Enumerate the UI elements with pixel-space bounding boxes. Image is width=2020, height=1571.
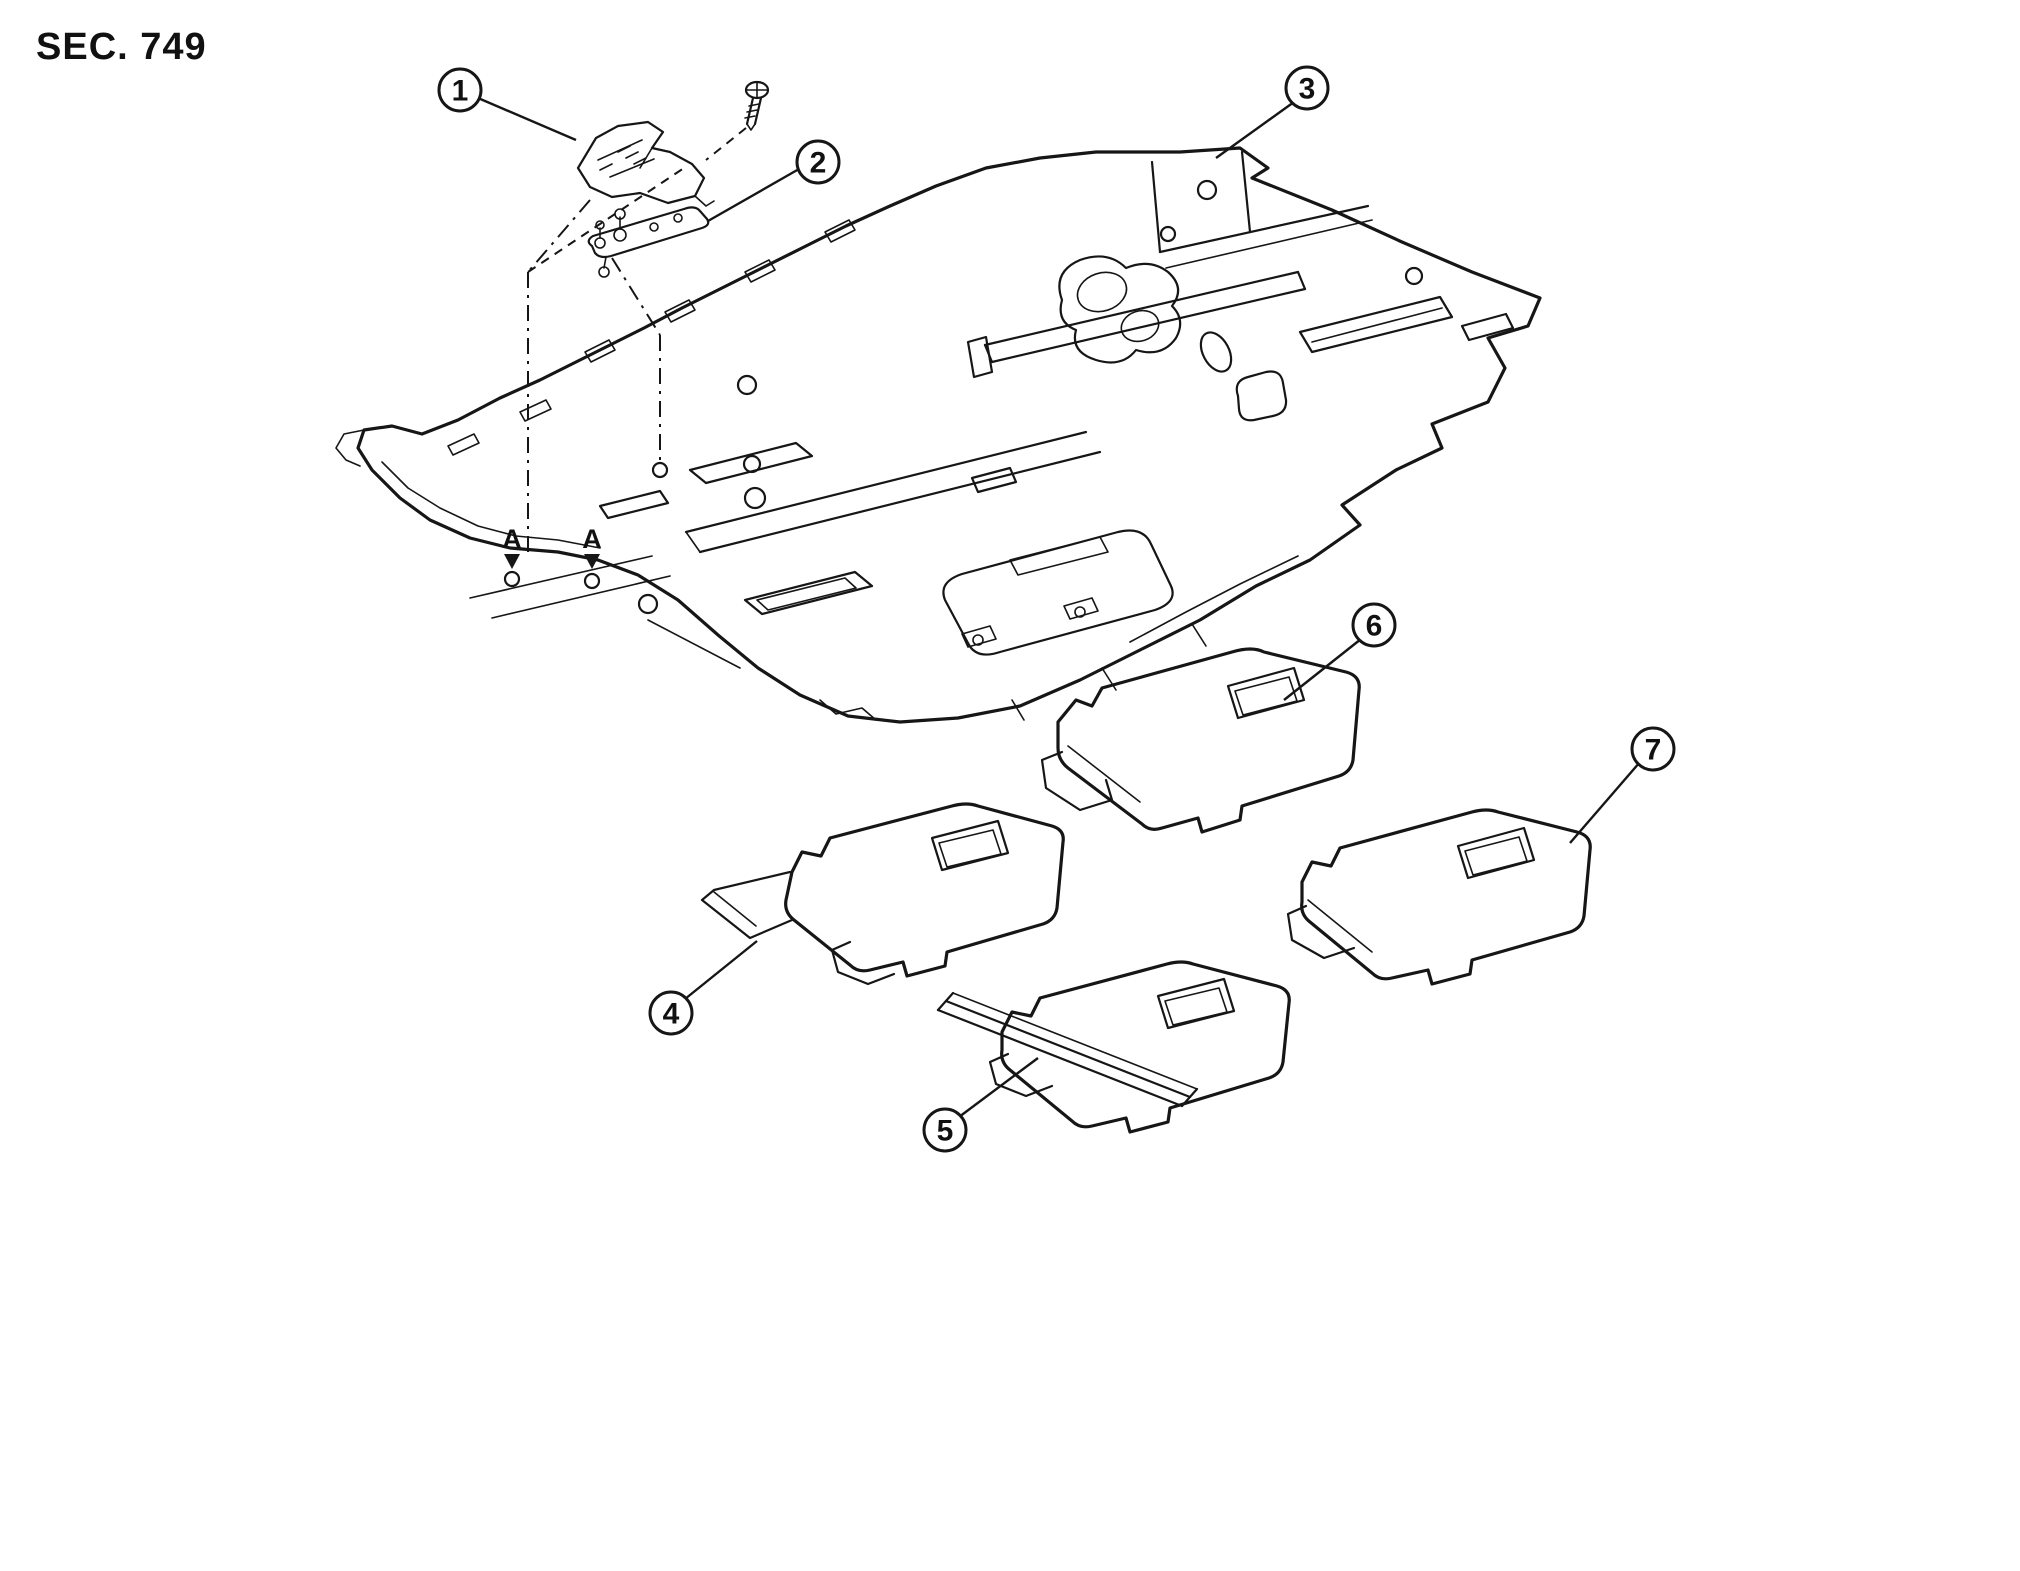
- floor-carpet-part: [335, 146, 1542, 724]
- callout-3: 3: [1215, 65, 1330, 159]
- callout-1: 1: [437, 67, 577, 142]
- callout-2: 2: [707, 139, 841, 223]
- callout-2-number: 2: [810, 147, 827, 180]
- callout-7: 7: [1569, 726, 1676, 844]
- screw-fastener: [744, 80, 770, 131]
- callout-6: 6: [1283, 602, 1397, 701]
- mat-5-label-patch: [1156, 977, 1236, 1030]
- clip-plate-part: [587, 206, 710, 278]
- floor-mat-front-left: [700, 802, 1065, 986]
- section-mark-a-left: A: [502, 524, 522, 554]
- callout-7-number: 7: [1645, 734, 1662, 767]
- floor-mat-front-right: [936, 960, 1291, 1134]
- bracket-part: [576, 120, 715, 207]
- section-marks: A A: [502, 524, 602, 590]
- callout-6-number: 6: [1366, 610, 1383, 643]
- floor-mat-rear-right: [1286, 808, 1592, 986]
- mat-7-label-patch: [1456, 826, 1536, 880]
- callout-5-number: 5: [937, 1115, 954, 1148]
- mat-6-label-patch: [1226, 666, 1306, 720]
- floor-mat-rear-left: [1040, 647, 1361, 834]
- section-title: SEC. 749: [36, 26, 207, 68]
- callout-4: 4: [648, 940, 758, 1036]
- section-mark-a-right: A: [582, 524, 602, 554]
- callout-5: 5: [922, 1057, 1039, 1153]
- callout-3-number: 3: [1299, 73, 1316, 106]
- callout-1-number: 1: [452, 75, 469, 108]
- callout-4-number: 4: [663, 998, 680, 1031]
- mat-4-label-patch: [930, 819, 1010, 872]
- section-arrow-right: [584, 554, 600, 569]
- section-arrow-left: [504, 554, 520, 569]
- assembly-reference-lines: [527, 127, 747, 556]
- mat-5-sill-strip: [936, 1008, 1184, 1108]
